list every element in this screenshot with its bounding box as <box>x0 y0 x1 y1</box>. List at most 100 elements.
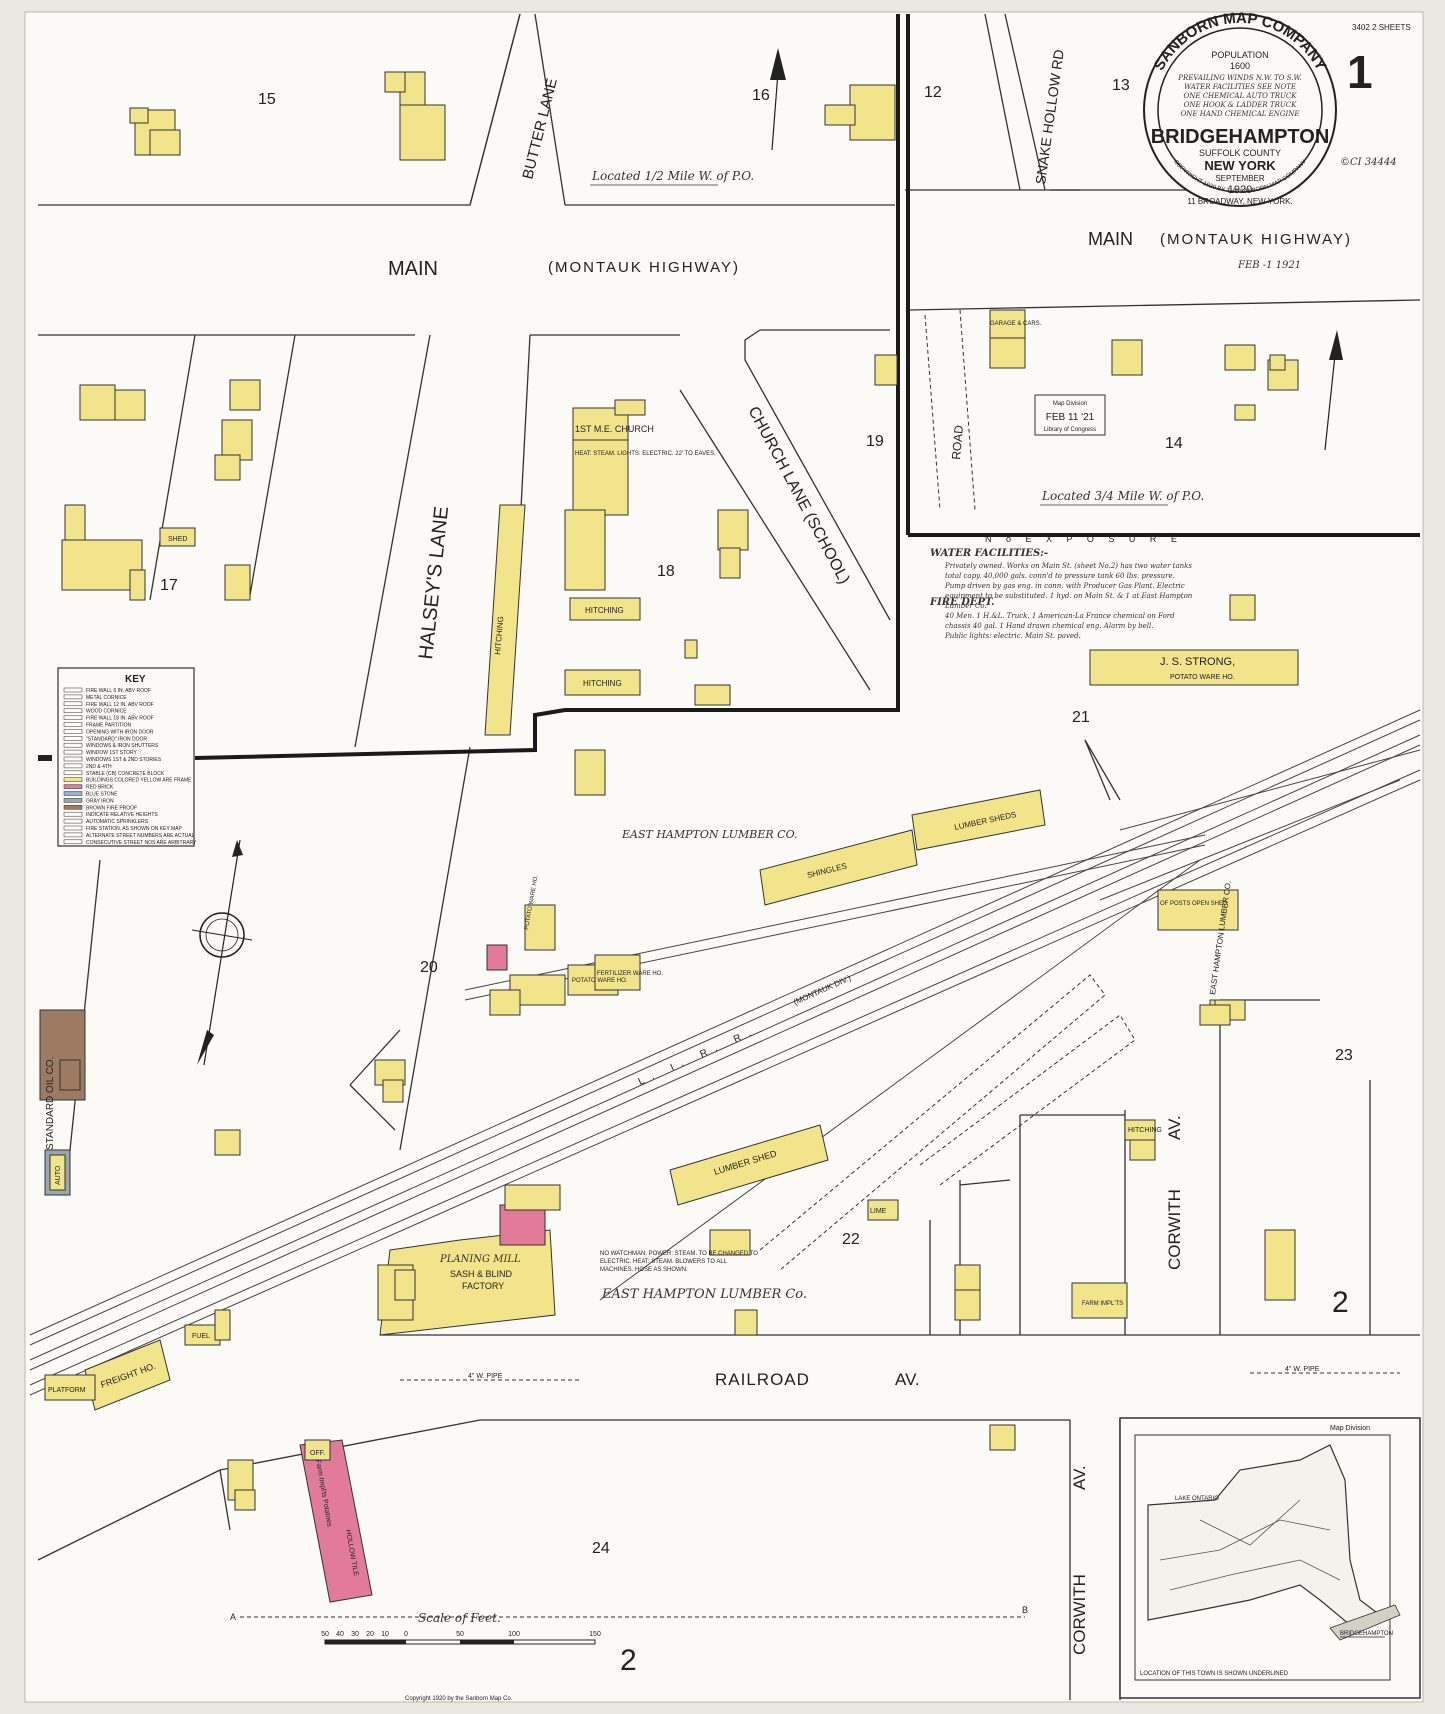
factory-label: FACTORY <box>462 1281 504 1291</box>
seal-inner <box>1157 27 1323 193</box>
sheet-info: 1 3402 2 SHEETS ©CI 34444 FEB -1 1921 <box>1237 23 1411 271</box>
building <box>709 1229 751 1256</box>
legend-swatch <box>63 756 83 762</box>
seal-note: ONE HAND CHEMICAL ENGINE <box>1181 110 1300 118</box>
sheet-ref-bottom: 2 <box>620 1644 637 1677</box>
hitching-label: HITCHING <box>585 606 624 615</box>
fertilizer-warehouse-label: FERTILIZER WARE HO. <box>597 971 663 977</box>
stamp-date: FEB 11 '21 <box>1046 412 1095 423</box>
block-number: 24 <box>592 1540 610 1557</box>
water-heading: WATER FACILITIES:- <box>930 548 1048 559</box>
building <box>717 509 749 551</box>
copyright: Copyright 1920 by the Sanborn Map Co. <box>405 1696 513 1702</box>
seal-month: SEPTEMBER <box>1215 174 1265 183</box>
corwith-avenue-upper: CORWITH <box>1165 1189 1184 1270</box>
water-note-line: total capy. 40,000 gals. conn'd to press… <box>945 572 1175 580</box>
building <box>504 1184 561 1211</box>
building <box>1234 404 1256 421</box>
building <box>569 597 641 621</box>
railroad-tracks <box>29 709 1421 1396</box>
sheet-count-note: 3402 2 SHEETS <box>1352 23 1411 32</box>
scale-tick-label: 50 <box>321 1631 329 1638</box>
building <box>684 639 698 659</box>
water-note-line: Privately owned. Works on Main St. (shee… <box>944 562 1192 570</box>
legend-item: FIRE WALL 12 IN. ABV ROOF <box>86 702 154 708</box>
stamp-line3: Library of Congress <box>1044 427 1096 433</box>
building <box>382 1079 404 1103</box>
planing-mill <box>379 1229 556 1336</box>
legend-item: RED BRICK <box>86 785 114 791</box>
east-hampton-lumber-bottom: EAST HAMPTON LUMBER Co. <box>601 1287 807 1302</box>
building <box>214 454 241 481</box>
main-street-left: MAIN <box>388 258 438 280</box>
building <box>1264 1229 1296 1301</box>
location-notes: Located 1/2 Mile W. of P.O. Located 3/4 … <box>590 169 1204 544</box>
legend-item: FIRE WALL 6 IN. ABV ROOF <box>86 688 151 694</box>
legend-marker <box>38 755 52 761</box>
building <box>221 419 253 461</box>
building <box>224 564 251 601</box>
railroad-avenue-suffix: AV. <box>895 1370 920 1389</box>
building <box>1224 344 1256 371</box>
building <box>214 1129 241 1156</box>
scale-tick-label: 30 <box>351 1631 359 1638</box>
legend-swatch <box>63 701 83 707</box>
scale-end-b: B <box>1022 1605 1028 1615</box>
legend-item: FIRE WALL 18 IN. ABV ROOF <box>86 716 154 722</box>
building <box>79 384 116 421</box>
hitching-label: HITCHING <box>1128 1127 1162 1134</box>
building <box>694 684 731 706</box>
building <box>1199 1004 1231 1026</box>
inset-state-outline <box>1147 1444 1382 1626</box>
building <box>564 669 641 696</box>
church-note: HEAT: STEAM. LIGHTS: ELECTRIC. 22' TO EA… <box>575 451 716 457</box>
shingles-shed <box>759 829 918 906</box>
scale-tick-label: 0 <box>404 1631 408 1638</box>
building <box>1269 354 1286 371</box>
building <box>1129 1139 1156 1161</box>
scale-end-a: A <box>230 1612 236 1622</box>
shed-label: SHED <box>168 536 187 543</box>
watchman-note-box: NO WATCHMAN. POWER: STEAM. TO BE CHANGED… <box>600 1251 758 1273</box>
building <box>1111 339 1143 376</box>
legend-item: CONSECUTIVE STREET NOS ARE ARBITRARY <box>86 840 197 846</box>
legend-item: WINDOWS 1ST & 2ND STORIES <box>86 757 162 763</box>
seal-county: SUFFOLK COUNTY <box>1199 148 1281 158</box>
block-number: 17 <box>160 577 178 594</box>
legend-item: FIRE STATION, AS SHOWN ON KEY MAP <box>86 826 183 832</box>
seal-note: WATER FACILITIES SEE NOTE <box>1184 83 1296 91</box>
building <box>719 547 741 579</box>
water-note-line: equipment to be substituted. 1 hyd. on M… <box>945 592 1193 600</box>
strong-subtitle: POTATO WARE HO. <box>1170 674 1235 681</box>
farm-implements-label: FARM IMPL'TS <box>1082 1301 1123 1307</box>
building <box>49 1154 66 1191</box>
block-number: 20 <box>420 959 438 976</box>
library-stamp: Map Division FEB 11 '21 Library of Congr… <box>1034 394 1106 436</box>
strong-potato-warehouse <box>1089 649 1299 686</box>
garage-label: GARAGE & CARS. <box>990 321 1042 327</box>
legend-swatch <box>63 791 83 796</box>
lime-label: LIME <box>870 1208 887 1215</box>
catalog-number: ©CI 34444 <box>1340 157 1397 168</box>
legend-item: INDICATE RELATIVE HEIGHTS <box>86 812 158 818</box>
seal-note: ONE HOOK & LADDER TRUCK <box>1184 101 1297 109</box>
block-number: 14 <box>1165 435 1183 452</box>
block-number: 16 <box>752 87 770 104</box>
corwith-avenue-lower-suffix: AV. <box>1070 1465 1089 1490</box>
east-hampton-lumber-top: EAST HAMPTON LUMBER CO. <box>621 828 797 841</box>
building <box>44 1374 96 1401</box>
seal-town: BRIDGEHAMPTON <box>1151 126 1330 148</box>
fire-note-line: 40 Men. 1 H.&L. Truck. 1 American-La Fra… <box>944 612 1175 620</box>
railroad-avenue: RAILROAD <box>715 1370 810 1389</box>
fire-dept-heading: FIRE DEPT. <box>929 597 995 608</box>
legend-swatch <box>63 798 83 803</box>
sash-label: SASH & BLIND <box>450 1269 513 1279</box>
legend-item: GRAY IRON <box>86 798 114 804</box>
seal-outer <box>1143 13 1337 207</box>
building <box>734 1309 758 1336</box>
road-label: ROAD <box>949 424 966 460</box>
montauk-highway-right: (MONTAUK HIGHWAY) <box>1160 231 1352 248</box>
building <box>159 527 196 547</box>
inset-lake: LAKE ONTARIO <box>1175 1496 1219 1502</box>
